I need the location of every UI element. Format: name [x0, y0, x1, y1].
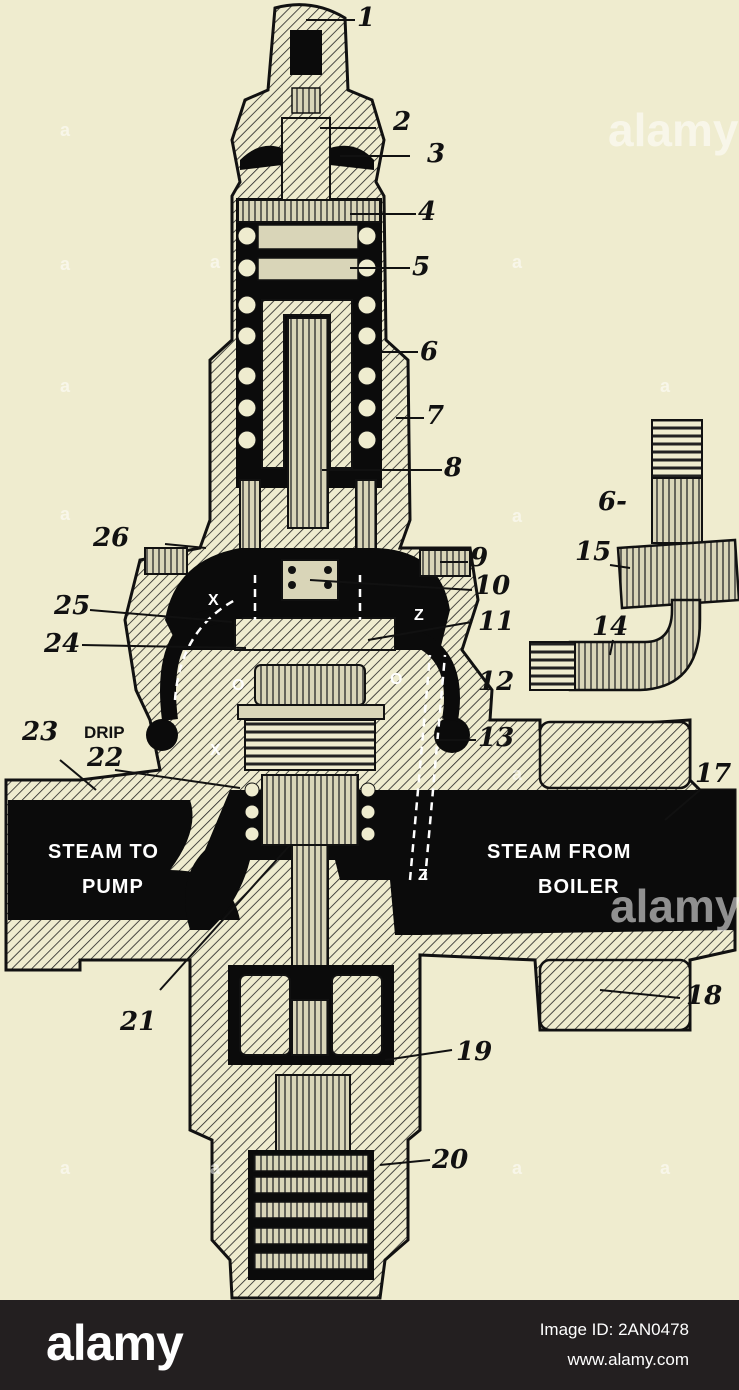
image-id-text: Image ID: 2AN0478: [539, 1320, 689, 1339]
steam-from-boiler-line1: STEAM FROM: [487, 841, 631, 863]
callout-6: 6: [420, 337, 438, 367]
svg-text:a: a: [660, 376, 671, 396]
steam-from-boiler-line2: BOILER: [538, 876, 620, 898]
watermarks: alamy alamy a a a a a a a a a a a a a: [60, 104, 739, 1178]
callout-19: 19: [456, 1037, 492, 1067]
watermark-text: alamy: [610, 880, 739, 932]
callout-6-fitting: 6-: [598, 487, 627, 517]
callout-18: 18: [686, 981, 722, 1011]
hex-nut: [254, 664, 366, 706]
svg-text:O: O: [232, 677, 244, 694]
brand-logo: alamy: [46, 1315, 184, 1371]
steam-from-boiler-passage: [420, 790, 735, 935]
svg-text:a: a: [512, 506, 523, 526]
passage-markers: X Z X Z O O: [208, 592, 428, 884]
elbow-fitting: [529, 419, 739, 692]
svg-text:Z: Z: [414, 607, 424, 624]
footer-bar: alamy Image ID: 2AN0478 www.alamy.com: [0, 1300, 739, 1390]
svg-text:X: X: [208, 592, 219, 609]
svg-text:a: a: [512, 1158, 523, 1178]
callout-8: 8: [443, 453, 462, 483]
svg-text:a: a: [60, 1158, 71, 1178]
svg-text:a: a: [512, 252, 523, 272]
callout-5: 5: [412, 252, 430, 282]
callout-20: 20: [431, 1145, 468, 1175]
callout-labels: 1 2 3 4 5 6 7 8 26 9 10 25 11 24 12 23 1…: [21, 3, 731, 1175]
valve-diagram: 1 2 3 4 5 6 7 8 26 9 10 25 11 24 12 23 1…: [4, 3, 739, 1300]
callout-4: 4: [418, 197, 436, 227]
callout-leaders: [59, 19, 701, 1166]
callout-3: 3: [427, 139, 445, 169]
callout-2: 2: [392, 107, 411, 137]
drip-label: DRIP: [84, 723, 125, 742]
svg-text:Z: Z: [418, 867, 428, 884]
svg-text:a: a: [60, 254, 71, 274]
callout-7: 7: [426, 401, 444, 431]
svg-text:a: a: [660, 1158, 671, 1178]
callout-12: 12: [478, 667, 514, 697]
callout-1: 1: [357, 3, 375, 33]
callout-11: 11: [478, 607, 514, 637]
svg-text:a: a: [210, 252, 221, 272]
callout-17: 17: [695, 759, 731, 789]
svg-text:X: X: [210, 742, 221, 759]
watermark-text: alamy: [608, 104, 739, 156]
site-url-text: www.alamy.com: [567, 1350, 689, 1369]
svg-text:a: a: [60, 376, 71, 396]
callout-24: 24: [43, 629, 80, 659]
svg-text:O: O: [390, 671, 402, 688]
spring-coils: [237, 226, 377, 450]
callout-26: 26: [92, 523, 129, 553]
steam-to-pump-passage: [8, 800, 240, 920]
valve-spindle: [287, 317, 329, 529]
callout-23: 23: [21, 717, 58, 747]
svg-text:a: a: [60, 120, 71, 140]
callout-10: 10: [474, 571, 510, 601]
callout-14: 14: [592, 612, 628, 642]
callout-22: 22: [86, 743, 123, 773]
callout-9: 9: [470, 543, 488, 573]
valve-cross-section-figure: 1 2 3 4 5 6 7 8 26 9 10 25 11 24 12 23 1…: [4, 3, 739, 1300]
steam-to-pump-line2: PUMP: [82, 876, 144, 898]
callout-21: 21: [119, 1007, 156, 1037]
steam-to-pump-line1: STEAM TO: [48, 841, 159, 863]
callout-25: 25: [53, 591, 90, 621]
callout-15: 15: [575, 537, 611, 567]
union-nut: [538, 720, 692, 790]
callout-13: 13: [478, 723, 514, 753]
svg-text:a: a: [60, 504, 71, 524]
svg-text:a: a: [210, 1158, 221, 1178]
svg-text:a: a: [512, 764, 523, 784]
